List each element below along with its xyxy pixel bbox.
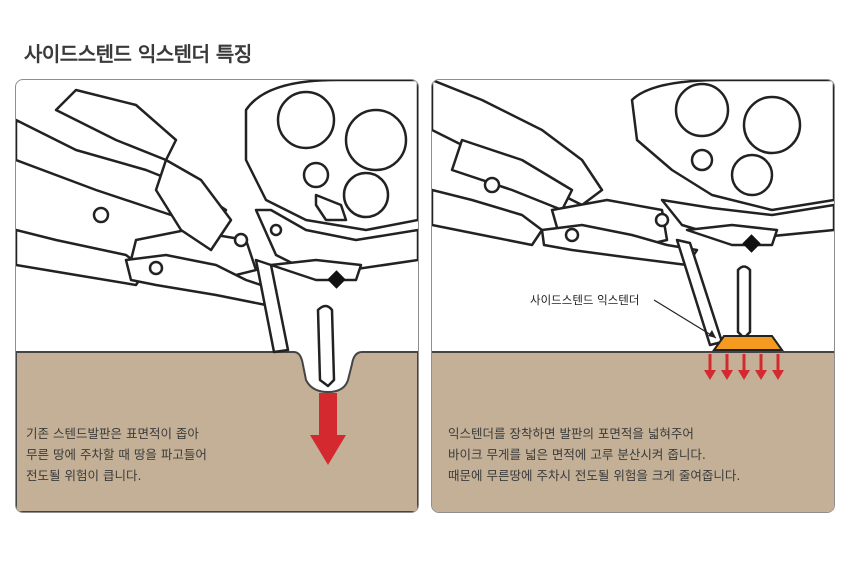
caption-standard-stand: 기존 스텐드발판은 표면적이 좁아 무른 땅에 주차할 때 땅을 파고들어 전도…: [26, 423, 207, 486]
pivot-marker: [327, 270, 346, 289]
motorcycle-frame-drawing: [16, 80, 418, 388]
caption-line: 무른 땅에 주차할 때 땅을 파고들어: [26, 447, 207, 462]
caption-line: 익스텐더를 장착하면 발판의 포면적을 넓혀주어: [448, 426, 694, 441]
distribution-arrows: [704, 354, 784, 380]
illustration-standard-stand: [16, 80, 418, 512]
arrow-down-icon: [738, 354, 750, 380]
arrow-down-icon: [721, 354, 733, 380]
page-title: 사이드스텐드 익스텐더 특징: [24, 42, 252, 66]
pivot-marker: [742, 234, 761, 253]
motorcycle-frame-drawing: [432, 80, 834, 347]
panel-extender: 사이드스텐드 익스텐더 익스텐더를 장착하면 발판의 포면적을 넓혀주어 바이크…: [431, 79, 835, 513]
illustration-extender: [432, 80, 834, 512]
soft-ground: [16, 351, 418, 512]
caption-line: 바이크 무게를 넓은 면적에 고루 분산시켜 줍니다.: [448, 447, 706, 462]
extender-callout-label: 사이드스텐드 익스텐더: [530, 293, 640, 307]
callout-line: [653, 299, 717, 339]
extender-pad: [712, 335, 784, 351]
soft-ground: [432, 352, 834, 512]
arrow-down-icon: [704, 354, 716, 380]
caption-extender: 익스텐더를 장착하면 발판의 포면적을 넓혀주어 바이크 무게를 넓은 면적에 …: [448, 423, 740, 486]
caption-line: 기존 스텐드발판은 표면적이 좁아: [26, 426, 199, 441]
caption-line: 때문에 무른땅에 주차시 전도될 위험을 크게 줄여줍니다.: [448, 468, 741, 483]
caption-line: 전도될 위험이 큽니다.: [26, 468, 142, 483]
sinking-arrow: [310, 393, 346, 465]
arrow-down-icon: [755, 354, 767, 380]
panel-standard-stand: 기존 스텐드발판은 표면적이 좁아 무른 땅에 주차할 때 땅을 파고들어 전도…: [15, 79, 419, 513]
arrow-down-icon: [772, 354, 784, 380]
